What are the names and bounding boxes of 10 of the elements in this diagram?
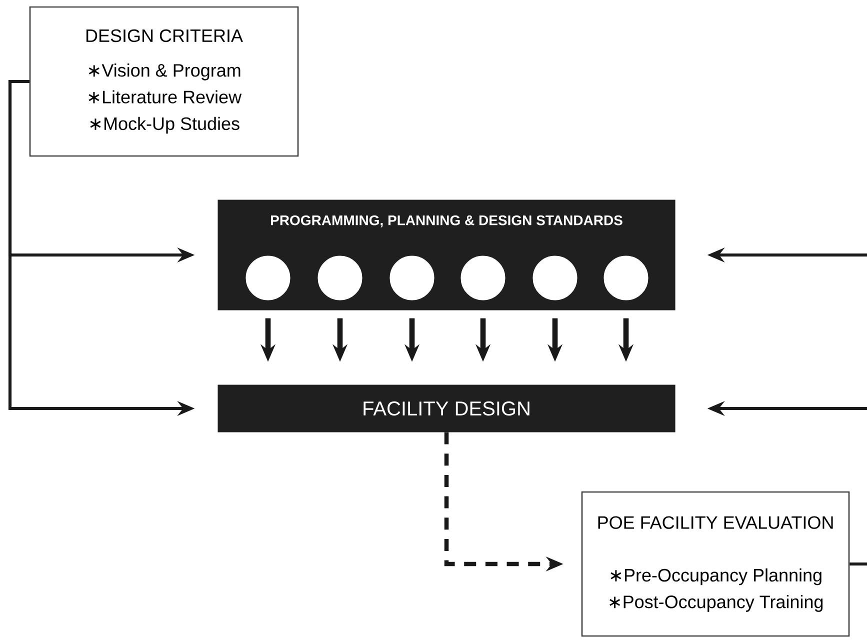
criteria-box: DESIGN CRITERIA ∗Vision & Program ∗Literature Review ∗Mock-Up Studies <box>29 6 299 157</box>
circle-marker <box>246 256 290 300</box>
circle-marker <box>390 256 434 300</box>
connector-line <box>850 562 867 566</box>
facility-design-box: FACILITY DESIGN <box>218 384 676 432</box>
circle-marker <box>604 256 648 300</box>
circle-marker <box>318 256 362 300</box>
evaluation-box: POE FACILITY EVALUATION ∗Pre-Occupancy Planning ∗Post-Occupancy Training <box>581 491 850 637</box>
circle-marker <box>460 256 506 300</box>
circle-marker <box>532 256 578 300</box>
